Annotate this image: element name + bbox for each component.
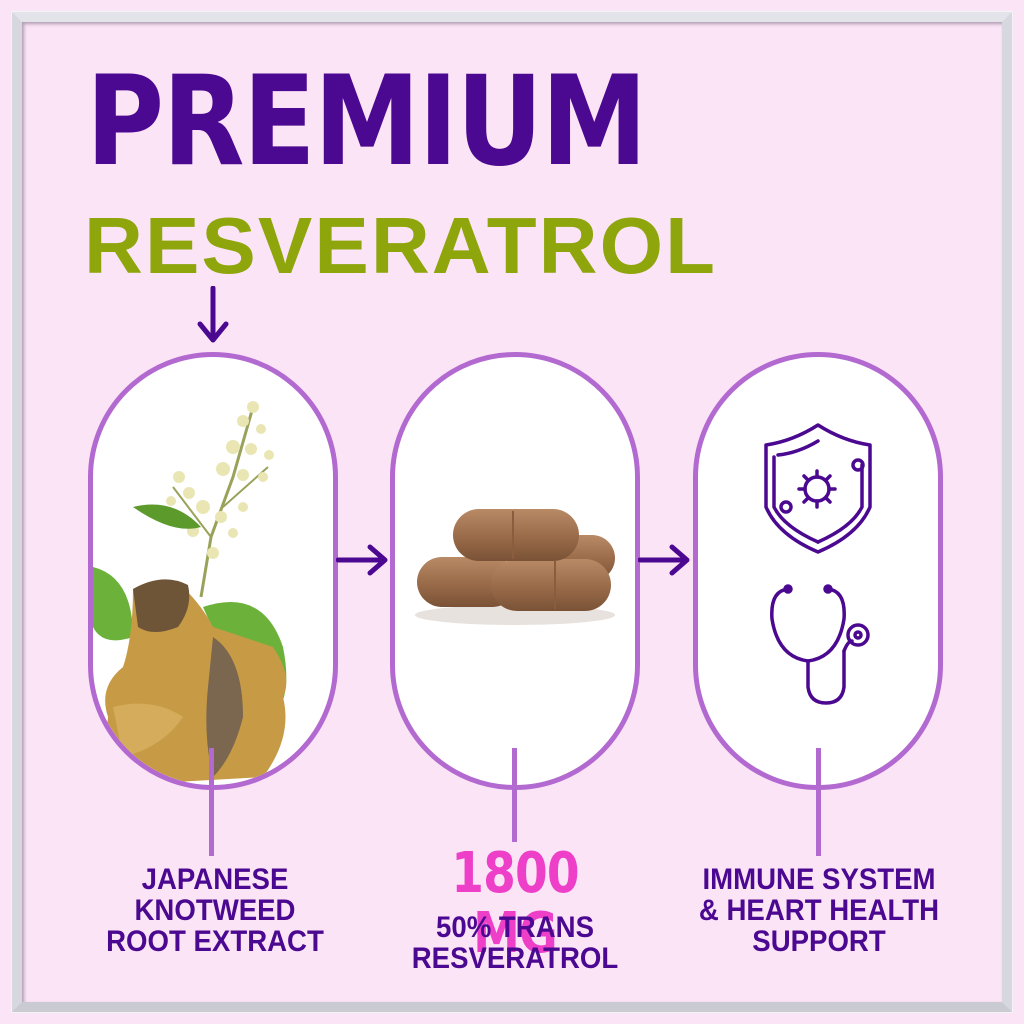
connector-line (512, 748, 517, 842)
connector-line (816, 748, 821, 856)
dosage-highlight: 1800 MG (451, 841, 579, 966)
capsules-image (415, 509, 615, 625)
knotweed-root-image (93, 401, 287, 785)
arrow-right-icon (638, 544, 690, 576)
shield-virus-icon (764, 423, 872, 554)
health-icons (764, 423, 872, 705)
silver-frame (12, 12, 1012, 1012)
step-pill-capsules (390, 352, 640, 790)
title-premium: PREMIUM (86, 50, 647, 194)
label-line: & HEART HEALTH (698, 894, 940, 927)
connector-line (209, 748, 214, 856)
arrow-down-icon (197, 286, 229, 343)
title-resveratrol: RESVERATROL (84, 201, 717, 290)
label-line: RESVERATROL (411, 942, 619, 975)
step-label-knotweed: JAPANESE KNOTWEED ROOT EXTRACT (82, 864, 349, 957)
stethoscope-icon (770, 584, 870, 705)
label-line: JAPANESE (141, 863, 289, 896)
label-line: 50% TRANS (436, 911, 594, 944)
label-line: SUPPORT (752, 925, 886, 958)
arrow-right-icon (336, 544, 388, 576)
step-pill-health-icons (693, 352, 943, 790)
step-label-health: IMMUNE SYSTEM & HEART HEALTH SUPPORT (676, 864, 961, 957)
step-pill-knotweed (88, 352, 338, 790)
label-line: ROOT EXTRACT (106, 925, 324, 958)
step-label-capsules: 50% TRANS RESVERATROL (391, 912, 639, 974)
label-line: KNOTWEED (134, 894, 296, 927)
label-line: IMMUNE SYSTEM (702, 863, 936, 896)
